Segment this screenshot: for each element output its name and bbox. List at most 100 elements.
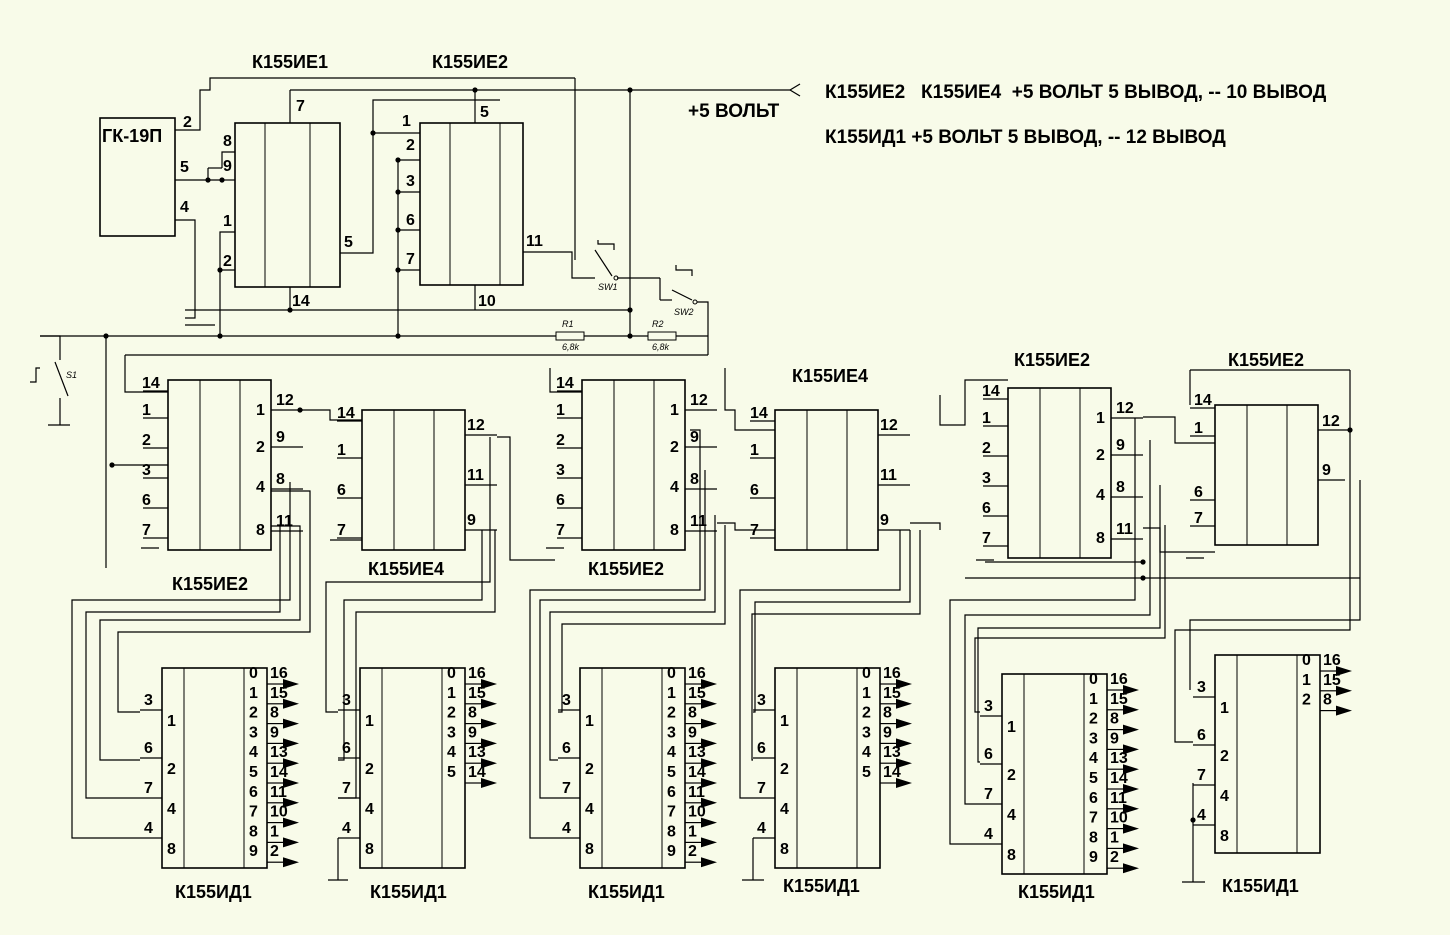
pin-label: 14 [337,405,355,422]
pin-label: 4 [667,744,676,761]
pin-label: 6 [667,784,676,801]
output-arrow [481,698,497,709]
wire [54,361,69,397]
chip-k155id1-f [1214,654,1321,854]
pin-label: 11 [467,467,484,484]
pin-label: 6 [249,784,258,801]
output-arrow [481,718,497,729]
output-arrow [283,698,299,709]
pin-label: 7 [757,780,766,797]
r2-ref: R2 [652,319,664,329]
pin-label: 9 [1322,462,1331,479]
pin-label: 2 [556,432,565,449]
pin-label: 9 [467,512,476,529]
output-arrow [1123,843,1139,854]
wire [1143,416,1215,444]
pin-label: 16 [688,665,706,682]
pin-label: 8 [468,705,477,722]
pin-label: 4 [862,744,871,761]
note-line-2: К155ИД1 +5 ВОЛЬТ 5 ВЫВОД, -- 12 ВЫВОД [825,127,1226,148]
pin-label: 1 [337,442,346,459]
wire [1189,480,1361,690]
pin-label: 9 [223,158,232,175]
pin-label: 10 [478,293,496,310]
pin-label: 4 [757,820,766,837]
pin-label: 4 [1197,807,1206,824]
output-arrow [283,797,299,808]
pin-label: 12 [276,392,294,409]
pin-label: 14 [270,764,288,781]
pin-label: 7 [337,522,346,539]
pin-label: 1 [256,402,265,419]
pin-label: 14 [982,383,1000,400]
wire [753,530,911,713]
wire [124,355,168,393]
pin-label: 1 [223,213,232,230]
chip-k155ie2-d [1214,404,1319,546]
output-arrow [481,738,497,749]
pin-label: 1 [1302,672,1311,689]
output-arrow [1123,704,1139,715]
pin-label: 11 [1116,521,1133,538]
pin-label: 3 [862,724,871,741]
pin-label: 3 [406,173,415,190]
chip-label-ie2-c: К155ИЕ2 [1014,350,1090,370]
chip-label-id1-c: К155ИД1 [588,882,665,902]
wire [338,530,483,761]
pin-label: 8 [365,841,374,858]
pin-label: 6 [1089,790,1098,807]
chip-label-id1-f: К155ИД1 [1222,876,1299,896]
chip-label-ie2-a: К155ИЕ2 [172,574,248,594]
pin-label: 10 [270,804,288,821]
output-arrow [701,797,717,808]
wire [977,485,1161,763]
pin-label: 2 [1220,748,1229,765]
output-arrow [283,837,299,848]
pin-label: 11 [1110,790,1127,807]
pin-label: 1 [982,410,991,427]
wires [30,77,1361,883]
chip-label-ie2-b: К155ИЕ2 [588,559,664,579]
pin-label: 15 [468,685,486,702]
output-arrow [283,679,299,689]
pin-label: 2 [670,439,679,456]
wire [325,437,491,713]
wire [949,418,1136,845]
output-arrow [701,718,717,729]
chip-label-id1-b: К155ИД1 [370,882,447,902]
chip-gk19p [99,117,176,237]
pin-label: 8 [585,841,594,858]
pin-label: 0 [1302,652,1311,669]
chip-label-gk: ГК-19П [102,126,162,146]
pin-label: 2 [167,761,176,778]
pin-label: 8 [780,841,789,858]
pin-label: 6 [142,492,151,509]
output-arrow [1123,744,1139,755]
pin-label: 6 [750,482,759,499]
pin-label: 5 [862,764,871,781]
pin-label: 4 [780,801,789,818]
pin-label: 4 [447,744,456,761]
pin-label: 14 [142,375,160,392]
wire [549,515,716,761]
chip-k155id1-b [359,667,466,869]
output-arrow [1123,685,1139,695]
pin-label: 9 [880,512,889,529]
chip-k155id1-d [774,667,881,869]
junction-dot [297,407,303,413]
pin-label: 8 [1110,711,1119,728]
pin-label: 15 [1110,691,1128,708]
wire [300,409,362,421]
wire [910,522,941,530]
pin-label: 1 [167,713,176,730]
pin-label: 1 [1096,410,1105,427]
pin-label: 7 [142,522,151,539]
chip-k155ie2-b [581,379,686,551]
pin-label: 11 [880,467,897,484]
pin-label: 1 [365,713,374,730]
output-arrow [701,698,717,709]
pin-label: 5 [667,764,676,781]
pin-label: 1 [1194,420,1203,437]
pin-label: 0 [667,665,676,682]
pin-label: 1 [1220,700,1229,717]
